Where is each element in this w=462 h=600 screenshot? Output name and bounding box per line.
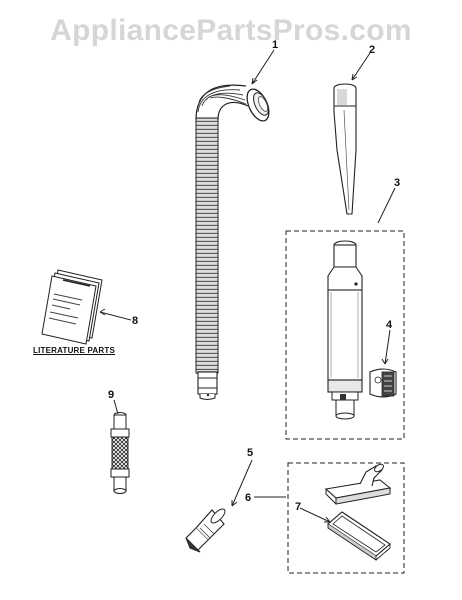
callout-7: 7 (295, 501, 301, 513)
callout-3: 3 (394, 177, 400, 189)
wand-group-box (285, 230, 405, 440)
callout-9: 9 (108, 389, 114, 401)
dusting-brush-part (185, 508, 226, 553)
brush-strip-part (327, 511, 391, 561)
extension-wand-part (327, 240, 363, 420)
short-extension-part (110, 412, 130, 494)
callout-8: 8 (132, 315, 138, 327)
watermark-text: AppliancePartsPros.com (50, 14, 412, 47)
callout-6: 6 (245, 492, 251, 504)
callout-5: 5 (247, 447, 253, 459)
floor-tool-part (324, 463, 392, 505)
callout-4: 4 (386, 319, 393, 331)
crevice-tool-part (333, 83, 357, 215)
literature-booklet-part (41, 269, 103, 345)
hose-part (195, 84, 270, 400)
wand-clip-part (369, 368, 397, 398)
literature-parts-label: LITERATURE PARTS (33, 346, 116, 355)
callout-2: 2 (369, 44, 375, 56)
callout-leaders (99, 49, 396, 523)
callout-1: 1 (272, 39, 278, 51)
tools-group-box (287, 462, 405, 574)
